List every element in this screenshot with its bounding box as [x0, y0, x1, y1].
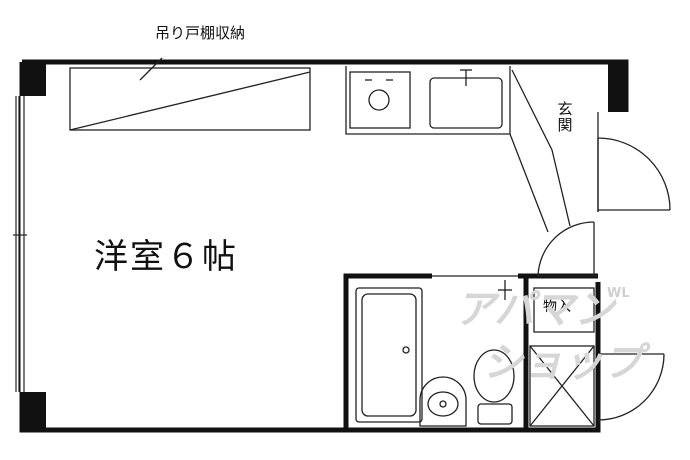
- exterior-door-lower: [597, 353, 665, 421]
- entrance-label: 玄関: [557, 100, 573, 134]
- bath-door-swing: [498, 280, 512, 300]
- toilet-icon: [473, 349, 515, 425]
- storage-label: 物入: [543, 299, 571, 315]
- storage-closet: [533, 287, 595, 333]
- wall-block-top-right: [608, 62, 626, 112]
- entrance-door-exterior: [597, 137, 671, 212]
- sink-icon: [429, 69, 503, 129]
- window-left: [13, 96, 27, 392]
- pipe-shaft: [529, 345, 595, 427]
- watermark-mark: WL: [607, 286, 630, 301]
- hanging-storage-label: 吊り戸棚収納: [155, 24, 246, 42]
- kitchen-counter: [345, 66, 571, 233]
- wall-block-bottom-left: [22, 392, 46, 430]
- room-label: 洋室６帖: [94, 237, 238, 277]
- bathtub-icon: [355, 287, 423, 423]
- stove-icon: [349, 71, 411, 129]
- watermark-line2: ショップ: [483, 340, 643, 386]
- watermark-line1: アパマン: [455, 287, 615, 333]
- wall-block-top-left: [22, 62, 46, 96]
- interior-door: [537, 221, 598, 277]
- hanging-storage-cabinet: [69, 57, 311, 131]
- washbasin-icon: [419, 376, 467, 427]
